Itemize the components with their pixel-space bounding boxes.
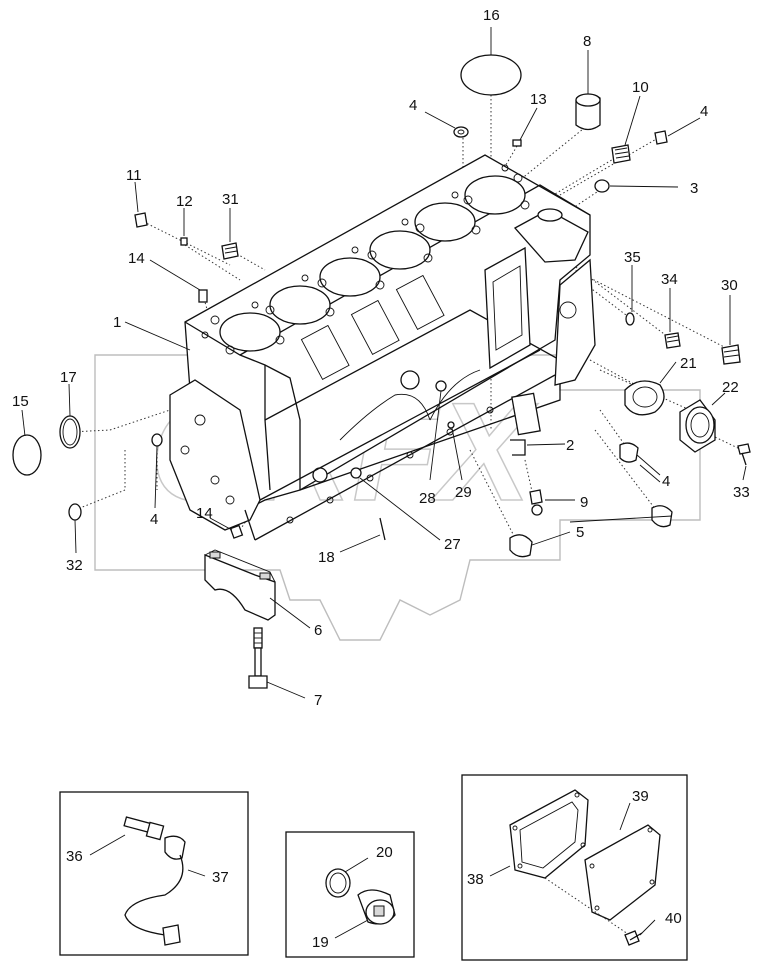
gasket-38 (509, 789, 589, 879)
callout-27: 27 (444, 536, 461, 553)
callout-2: 2 (566, 437, 574, 454)
inset-box-a (59, 791, 249, 956)
callout-4: 4 (700, 103, 708, 120)
plug-4b (654, 130, 668, 145)
leader-lines (21, 27, 747, 699)
callout-30: 30 (721, 277, 738, 294)
fitting-9 (529, 489, 543, 516)
plug-11 (134, 212, 148, 228)
sleeve-8 (575, 93, 601, 131)
inset-plug-seal (285, 831, 415, 958)
harness-37 (124, 835, 186, 946)
callout-11: 11 (126, 167, 142, 184)
callout-labels: 16 8 4 13 10 4 3 11 12 31 14 35 34 30 1 … (12, 7, 750, 951)
callout-3: 3 (690, 180, 698, 197)
pan-rail-holes (286, 406, 494, 524)
inset-box-c (461, 774, 688, 961)
bolt-40 (624, 930, 643, 946)
washer-4a (453, 126, 469, 138)
callout-7: 7 (314, 692, 322, 709)
housing-22 (679, 399, 716, 453)
plug-3 (594, 179, 610, 193)
plug-27 (350, 467, 362, 479)
inset-cover-gasket (461, 774, 688, 961)
callout-8: 8 (583, 33, 591, 50)
plug-4d (151, 433, 163, 447)
callout-9: 9 (580, 494, 588, 511)
pin-18 (379, 517, 386, 541)
callout-28: 28 (419, 490, 436, 507)
callout-37: 37 (212, 869, 229, 886)
callout-29: 29 (455, 484, 472, 501)
inset-sensor-harness (59, 791, 249, 956)
callout-15: 15 (12, 393, 29, 410)
threaded-plug-30 (721, 344, 741, 365)
callout-35: 35 (624, 249, 641, 266)
callout-4: 4 (409, 97, 417, 114)
bolt-7 (248, 627, 268, 689)
oring-32 (68, 503, 82, 521)
parts (12, 54, 751, 689)
engine-block (169, 154, 596, 541)
callout-38: 38 (467, 871, 484, 888)
callout-1: 1 (113, 314, 121, 331)
tube-2 (510, 439, 526, 456)
threaded-plug-34 (664, 332, 681, 349)
callout-40: 40 (665, 910, 682, 927)
cover-39 (584, 824, 661, 921)
head-bolt-holes (201, 164, 530, 355)
callout-10: 10 (632, 79, 649, 96)
assembly-dotted-lines (69, 95, 743, 539)
sensor-36 (123, 816, 165, 841)
plug-19 (357, 889, 396, 925)
dowel-14b (229, 524, 244, 539)
gasket-21 (624, 380, 665, 416)
plug-28 (435, 380, 447, 392)
inset-box-b (285, 831, 415, 958)
callout-39: 39 (632, 788, 649, 805)
cylinder-bores (219, 175, 526, 352)
dowel-14a (198, 289, 208, 303)
callout-22: 22 (722, 379, 739, 396)
callout-12: 12 (176, 193, 193, 210)
callout-5: 5 (576, 524, 584, 541)
callout-14: 14 (196, 505, 213, 522)
threaded-plug-10 (611, 144, 631, 164)
plug-29 (447, 421, 455, 429)
callout-34: 34 (661, 271, 678, 288)
pin-12 (180, 237, 188, 246)
callout-13: 13 (530, 91, 547, 108)
callout-19: 19 (312, 934, 329, 951)
oring-35 (625, 312, 635, 326)
callout-32: 32 (66, 557, 83, 574)
callout-31: 31 (222, 191, 239, 208)
bolt-33 (737, 443, 751, 466)
plug-4c (619, 442, 639, 463)
callout-21: 21 (680, 355, 697, 372)
callout-18: 18 (318, 549, 335, 566)
callout-14: 14 (128, 250, 145, 267)
pin-13 (512, 139, 522, 147)
plug-5b (509, 534, 533, 558)
plug-16 (460, 54, 522, 96)
callout-16: 16 (483, 7, 500, 24)
bearing-cap-6 (204, 549, 276, 621)
callout-36: 36 (66, 848, 83, 865)
callout-4: 4 (662, 473, 670, 490)
callout-6: 6 (314, 622, 322, 639)
callout-33: 33 (733, 484, 750, 501)
callout-20: 20 (376, 844, 393, 861)
callout-4: 4 (150, 511, 158, 528)
plug-15 (12, 434, 42, 476)
callout-17: 17 (60, 369, 77, 386)
threaded-plug-31 (221, 242, 239, 260)
